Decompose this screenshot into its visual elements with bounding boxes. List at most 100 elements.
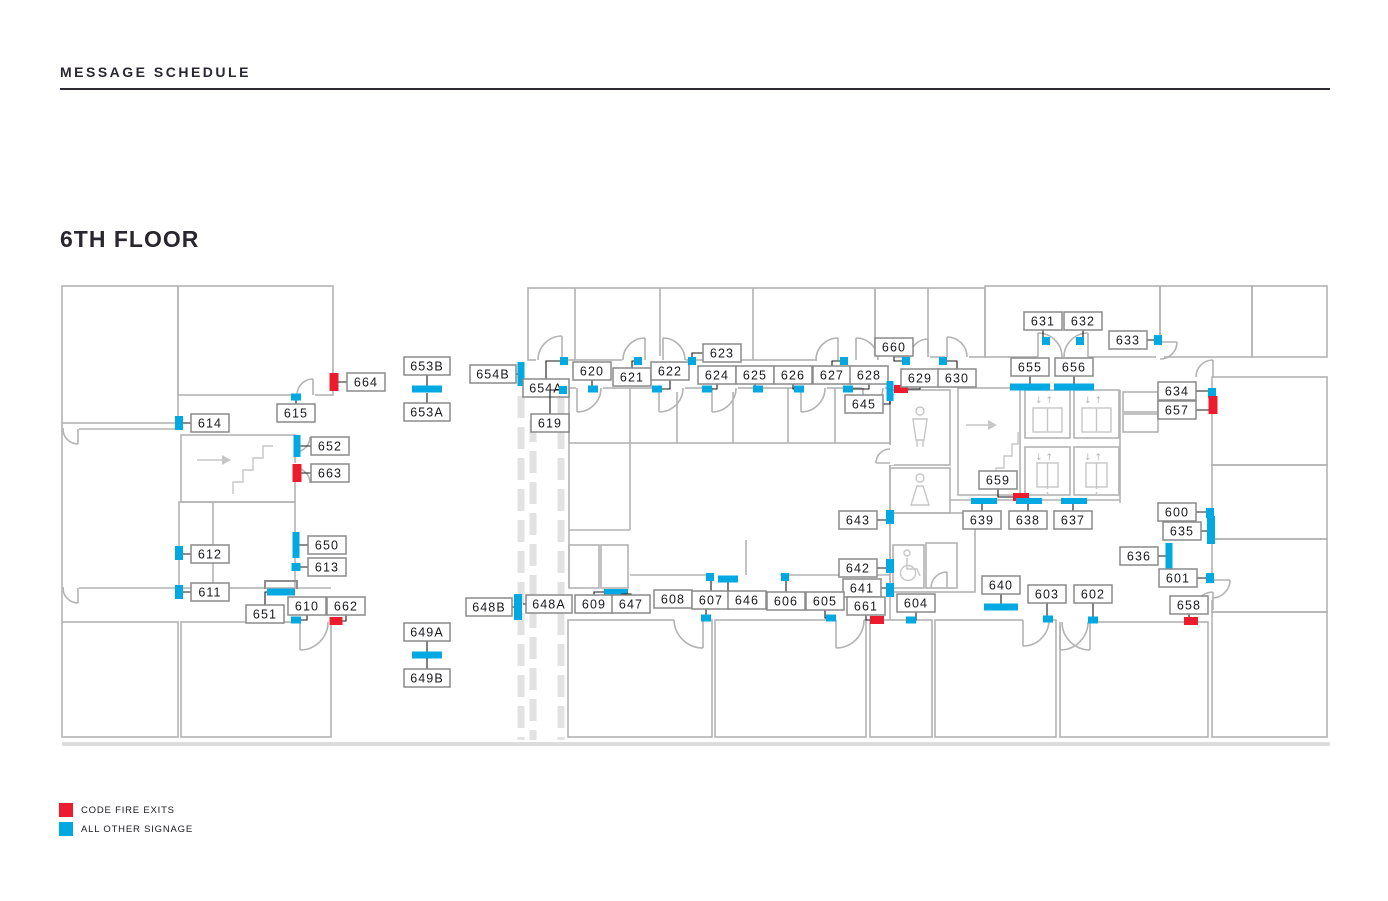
sign-label-box: [403, 356, 451, 376]
sign-label-box: [702, 343, 742, 363]
sign-label-box: [403, 668, 451, 688]
sign-label: 638: [1016, 513, 1040, 527]
elevator-icon: ↓↑: [1081, 396, 1112, 433]
sign-label-box: [1157, 502, 1197, 522]
sign-label: 609: [582, 597, 606, 611]
room-sign-639: 639: [962, 498, 1002, 530]
sign-label-box: [844, 394, 884, 414]
sign-marker-625: [753, 385, 763, 393]
sign-label: 636: [1127, 549, 1151, 563]
sign-label-box: [346, 372, 386, 392]
sign-marker-653B: [412, 385, 442, 393]
sign-marker-621: [634, 357, 642, 365]
sign-marker-662: [329, 617, 343, 625]
room-sign-650: 650: [292, 532, 347, 558]
sign-label: 629: [908, 371, 932, 385]
sign-marker-619: [559, 386, 567, 394]
room-sign-658: 658: [1169, 595, 1209, 625]
room-sign-630: 630: [937, 357, 977, 388]
sign-label-box: [307, 557, 347, 577]
room-sign-606: 606: [766, 573, 806, 611]
sign-label-box: [1027, 584, 1067, 604]
svg-text:↓↑: ↓↑: [1035, 453, 1056, 463]
sign-label: 647: [619, 597, 643, 611]
sign-marker-600: [1206, 508, 1214, 518]
room-sign-603: 603: [1027, 584, 1067, 623]
sign-label-box: [525, 594, 573, 614]
sign-marker-607: [706, 573, 714, 581]
walls: [61, 285, 1328, 738]
room-sign-648B: 648B: [465, 594, 522, 620]
sign-label: 621: [620, 370, 644, 384]
sign-marker-603: [1043, 615, 1053, 623]
sign-marker-606: [781, 573, 789, 581]
sign-label: 634: [1165, 384, 1189, 398]
room-sign-632: 632: [1063, 311, 1103, 345]
room-sign-636: 636: [1119, 543, 1173, 569]
sign-marker-639: [971, 498, 997, 504]
sign-label: 626: [781, 368, 805, 382]
sign-label: 628: [857, 368, 881, 382]
elevator-bank: ↓↑ ↓↑ ↓↑ ↓↑: [1032, 396, 1112, 494]
mens-restroom-icon: [912, 406, 928, 447]
sign-label: 632: [1071, 314, 1095, 328]
sign-label-box: [874, 337, 914, 357]
sign-marker-646: [718, 575, 738, 583]
sign-label-box: [287, 596, 327, 616]
room-sign-612: 612: [175, 544, 230, 564]
elevator-icon: ↓↑: [1032, 396, 1063, 433]
sign-label: 614: [198, 416, 222, 430]
sign-label: 607: [699, 593, 723, 607]
sign-label-box: [276, 403, 316, 423]
sign-marker-608: [701, 614, 711, 622]
sign-label: 610: [295, 599, 319, 613]
sign-label: 625: [743, 368, 767, 382]
sign-label-box: [650, 361, 690, 381]
sign-label: 660: [882, 340, 906, 354]
sign-label: 630: [945, 371, 969, 385]
sign-marker-645: [886, 381, 894, 401]
room-sign-654B: 654B: [469, 362, 525, 386]
sign-label: 623: [710, 346, 734, 360]
signs-layer: 664615614652663653B653A61265061361165161…: [175, 311, 1218, 688]
sign-label: 643: [846, 513, 870, 527]
sign-marker-635: [1207, 516, 1215, 544]
legend: CODE FIRE EXITS ALL OTHER SIGNAGE: [59, 803, 193, 841]
room-sign-656: 656: [1054, 357, 1094, 391]
sign-label: 654A: [529, 381, 563, 395]
page-header: MESSAGE SCHEDULE: [60, 64, 1330, 90]
sign-marker-640: [984, 603, 1018, 611]
sign-label-box: [1119, 546, 1159, 566]
legend-item-fire-exits: CODE FIRE EXITS: [59, 803, 193, 817]
sign-label: 649B: [410, 671, 444, 685]
room-sign-653B: 653B: [403, 356, 451, 393]
sign-label-box: [530, 413, 570, 433]
sign-label-box: [310, 463, 350, 483]
sign-label-box: [403, 622, 451, 642]
sign-label: 662: [334, 599, 358, 613]
sign-label: 654B: [476, 367, 510, 381]
room-sign-659: 659: [978, 470, 1029, 501]
sign-marker-657: [1208, 396, 1218, 414]
room-sign-633: 633: [1108, 330, 1162, 350]
sign-label-box: [572, 361, 612, 381]
room-sign-619: 619: [530, 386, 570, 433]
room-sign-647: 647: [611, 593, 651, 614]
sign-label: 639: [970, 513, 994, 527]
page-title: MESSAGE SCHEDULE: [60, 64, 251, 80]
sign-marker-622: [652, 385, 662, 393]
sign-label: 650: [315, 538, 339, 552]
sign-label-box: [849, 365, 889, 385]
sign-label: 627: [820, 368, 844, 382]
sign-label-box: [1108, 330, 1148, 350]
sign-label: 637: [1061, 513, 1085, 527]
sign-label-box: [190, 413, 230, 433]
sign-marker-654A: [560, 357, 568, 365]
sign-marker-627: [840, 357, 848, 365]
stairs-icon-right: [966, 420, 1019, 480]
sign-label: 645: [852, 397, 876, 411]
elevator-icon: ↓↑: [1035, 453, 1059, 494]
room-sign-637: 637: [1053, 498, 1093, 530]
niche: [264, 580, 298, 589]
sign-marker-659: [1013, 493, 1029, 501]
